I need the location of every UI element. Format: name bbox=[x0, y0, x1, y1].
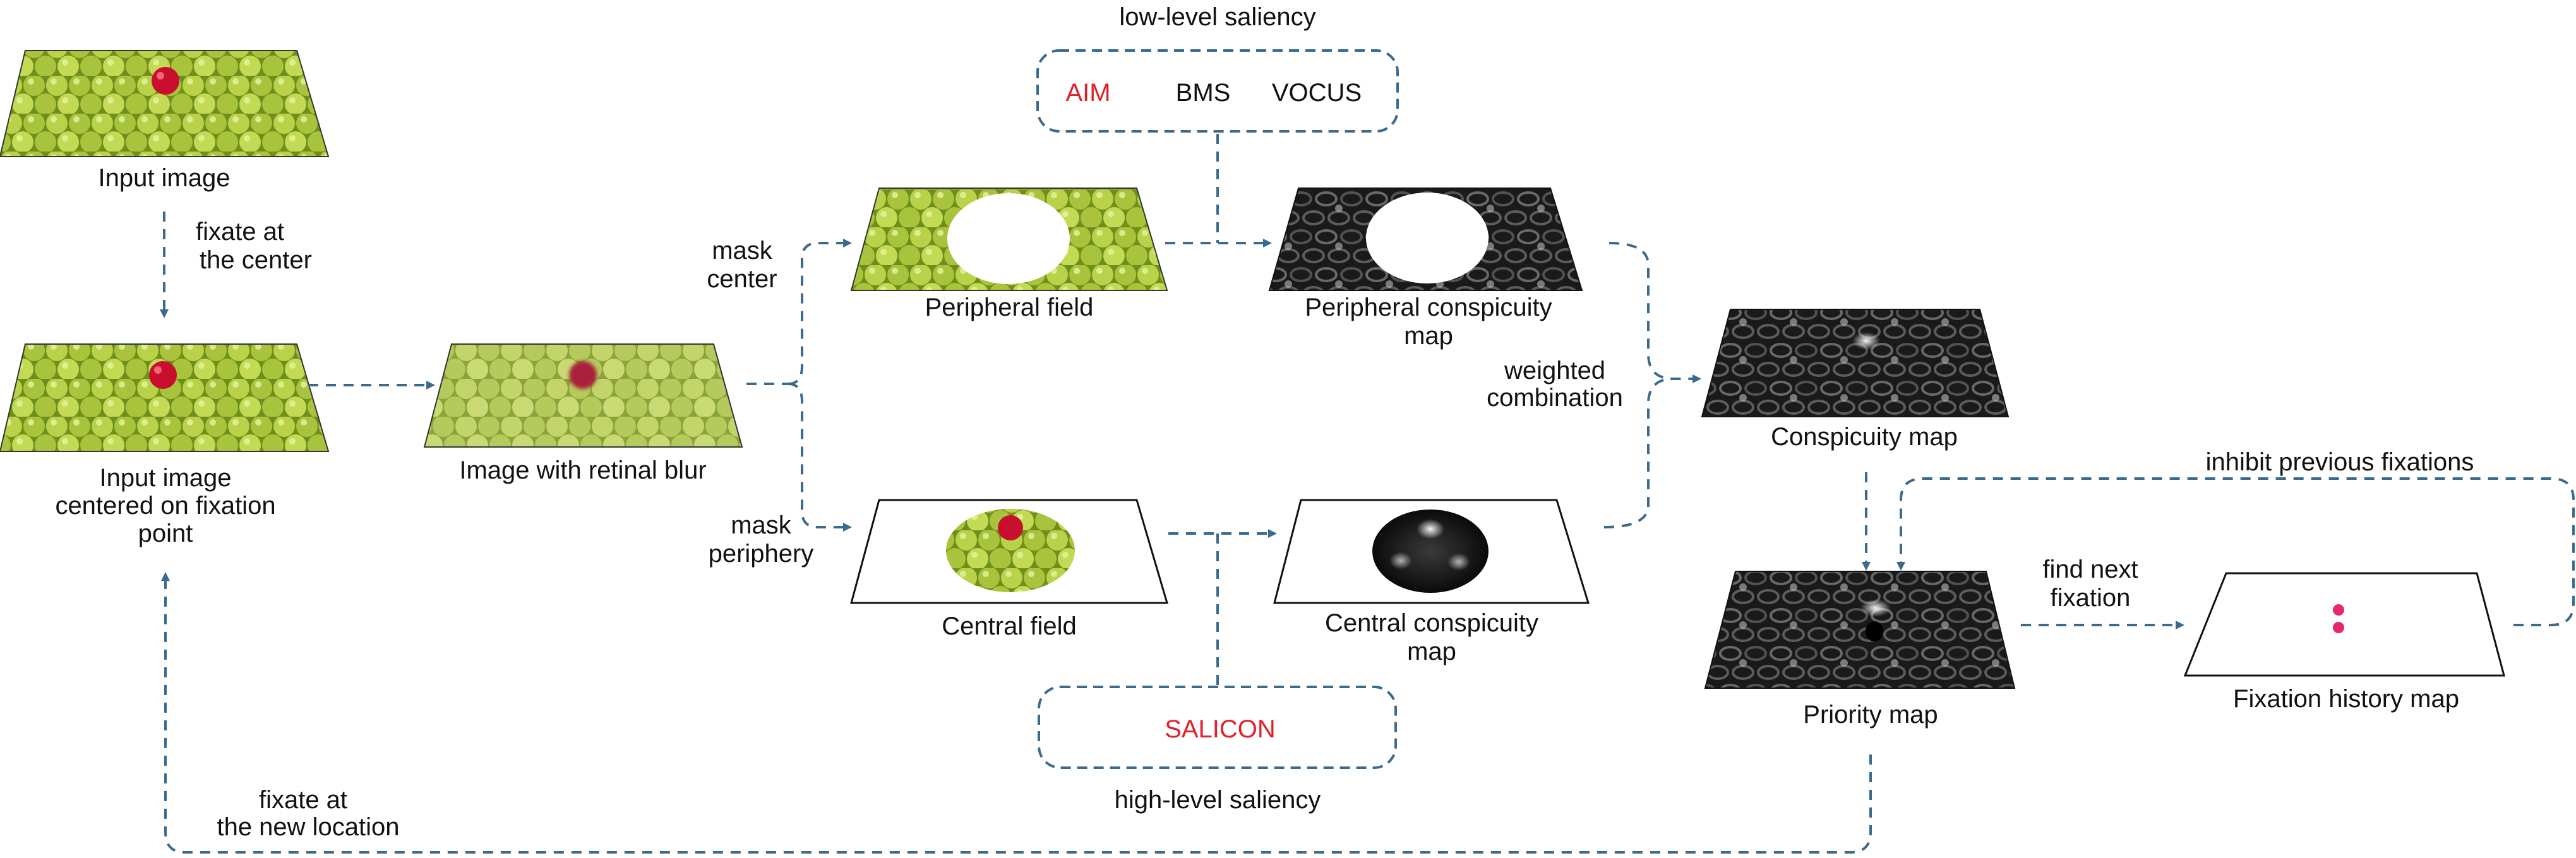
label-find-next-1: find next bbox=[2042, 556, 2138, 583]
arrow-central-combine bbox=[1603, 378, 1674, 528]
label-fixate-new-2: the new location bbox=[217, 813, 399, 841]
label-centered-1: Input image bbox=[99, 464, 231, 492]
label-weighted-1: weighted bbox=[1504, 357, 1605, 384]
label-aim: AIM bbox=[1065, 79, 1110, 107]
low-level-saliency-box bbox=[1036, 49, 1399, 133]
label-inhibit: inhibit previous fixations bbox=[2206, 448, 2474, 476]
centered-input-image-thumbnail bbox=[0, 343, 330, 452]
label-fixation-history: Fixation history map bbox=[2233, 685, 2459, 713]
label-salicon: SALICON bbox=[1165, 715, 1276, 743]
label-fixate-center-1: fixate at bbox=[196, 218, 284, 246]
arrow-inhibit-fixations bbox=[1896, 477, 2575, 626]
label-fixate-new-1: fixate at bbox=[259, 786, 347, 814]
label-mask-center-1: mask bbox=[712, 237, 773, 265]
arrow-mask-periphery bbox=[788, 383, 852, 532]
label-input-image: Input image bbox=[98, 164, 230, 192]
peripheral-field-thumbnail bbox=[850, 188, 1168, 291]
central-field-thumbnail bbox=[850, 499, 1169, 604]
label-peripheral-field: Peripheral field bbox=[925, 294, 1094, 321]
label-high-level-saliency: high-level saliency bbox=[1115, 786, 1321, 814]
label-vocus: VOCUS bbox=[1272, 79, 1362, 107]
fixation-dot bbox=[2333, 622, 2344, 633]
high-level-saliency-box bbox=[1038, 686, 1397, 769]
label-centered-2: centered on fixation bbox=[55, 492, 275, 520]
label-mask-center-2: center bbox=[707, 265, 777, 293]
priority-map-thumbnail bbox=[1704, 571, 2016, 689]
label-retinal-blur: Image with retinal blur bbox=[459, 456, 706, 484]
label-peripheral-consp-1: Peripheral conspicuity bbox=[1305, 294, 1552, 321]
label-priority-map: Priority map bbox=[1803, 701, 1938, 729]
label-centered-3: point bbox=[138, 520, 193, 547]
pipeline-arrows bbox=[160, 134, 2575, 854]
input-image-thumbnail bbox=[0, 50, 330, 157]
label-central-field: Central field bbox=[942, 612, 1076, 640]
label-central-consp-1: Central conspicuity bbox=[1325, 609, 1538, 637]
label-bms: BMS bbox=[1176, 79, 1231, 107]
label-mask-periphery-1: mask bbox=[731, 511, 792, 539]
label-weighted-2: combination bbox=[1487, 384, 1623, 412]
fixation-dot bbox=[2333, 604, 2344, 616]
label-fixate-center-2: the center bbox=[200, 246, 312, 274]
label-find-next-2: fixation bbox=[2051, 584, 2131, 612]
label-conspicuity-map: Conspicuity map bbox=[1771, 423, 1958, 451]
label-central-consp-2: map bbox=[1407, 638, 1456, 665]
label-peripheral-consp-2: map bbox=[1404, 322, 1453, 350]
text-labels: Input image fixate at the center Input i… bbox=[55, 3, 2474, 841]
arrow-peripheral-combine bbox=[1609, 242, 1701, 383]
central-conspicuity-map-thumbnail bbox=[1273, 499, 1590, 604]
label-mask-periphery-2: periphery bbox=[709, 540, 814, 568]
arrow-fixate-new-location bbox=[161, 572, 1872, 854]
retinal-blur-image-thumbnail bbox=[423, 343, 743, 448]
conspicuity-map-thumbnail bbox=[1701, 309, 2010, 417]
fixation-history-map-thumbnail bbox=[2183, 572, 2505, 677]
peripheral-conspicuity-map-thumbnail bbox=[1268, 188, 1583, 291]
arrow-mask-center bbox=[788, 239, 852, 385]
label-low-level-saliency: low-level saliency bbox=[1119, 3, 1315, 31]
